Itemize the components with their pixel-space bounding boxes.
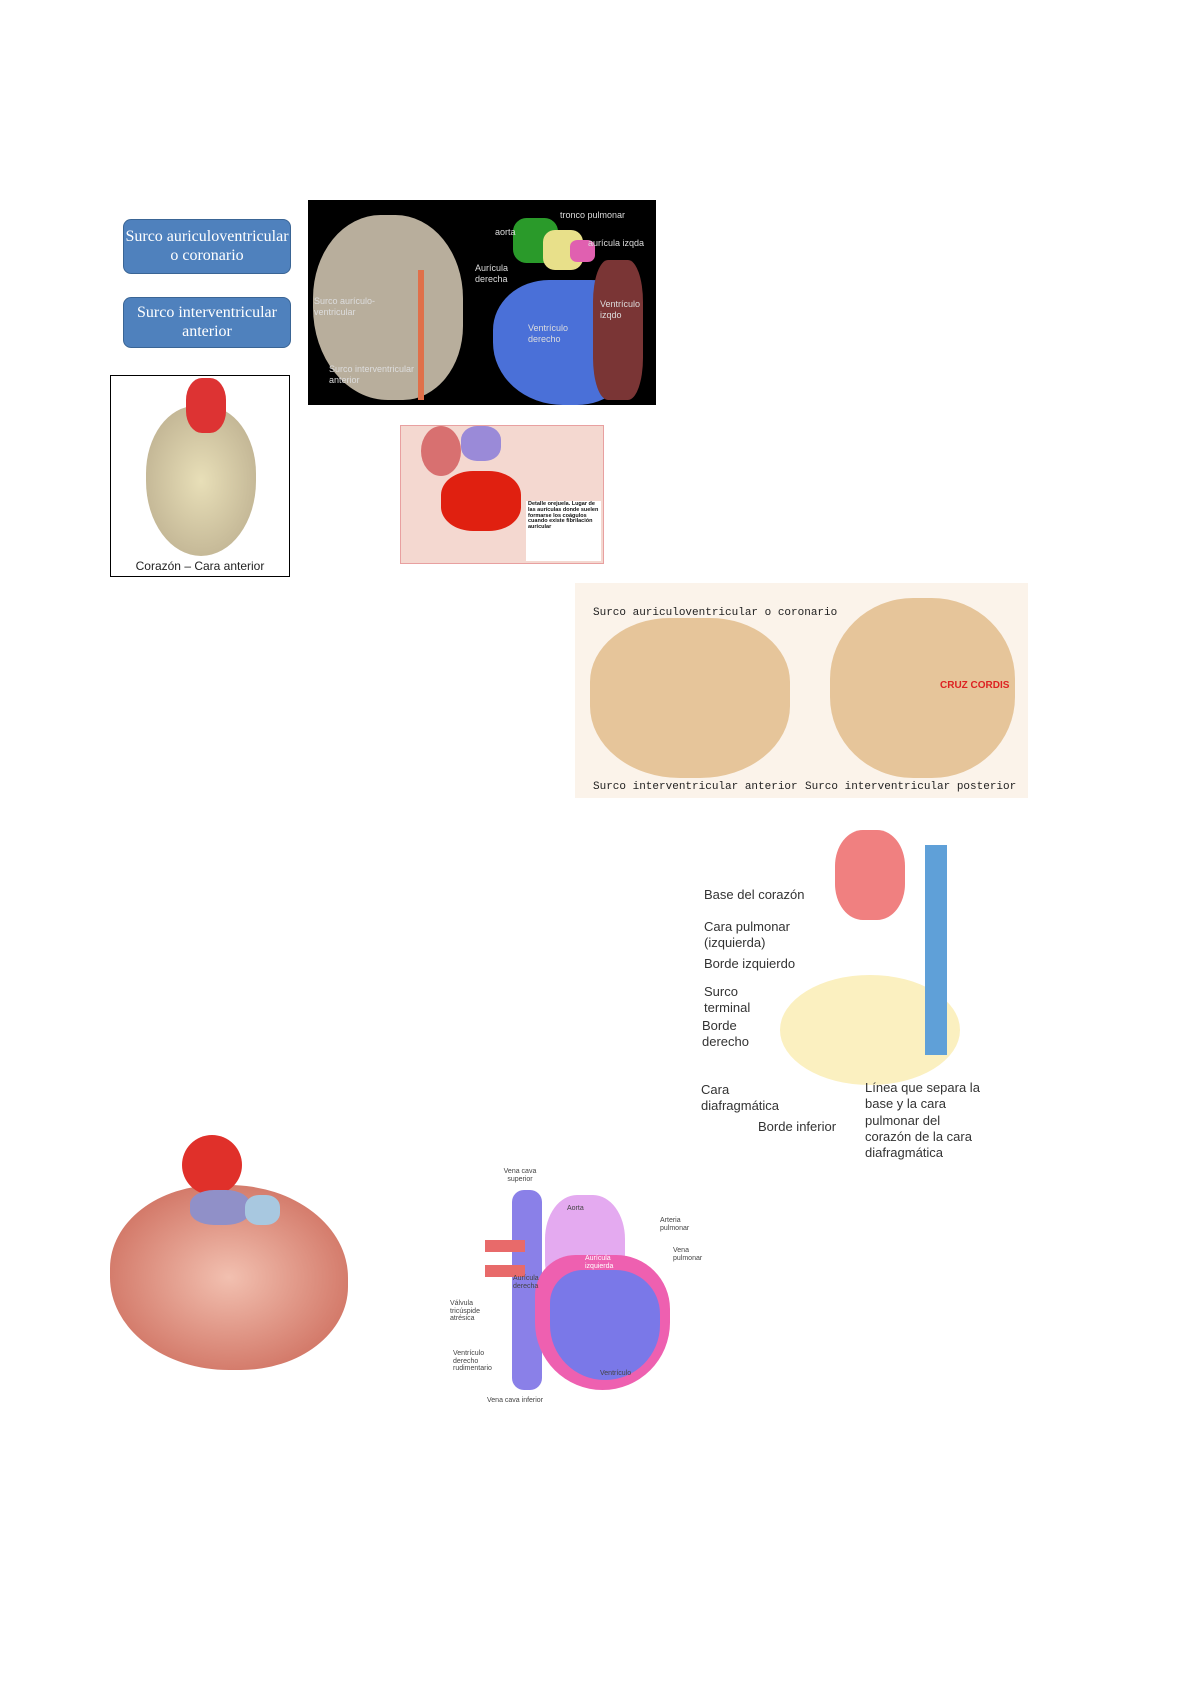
auricle-note: Detalle orejuela. Lugar de las aurículas… [528, 501, 599, 531]
label: Borde izquierdo [704, 956, 796, 971]
specimen-heart [313, 215, 463, 400]
label: Cara diafragmática [701, 1082, 780, 1114]
label: Válvula tricúspide atrésica [450, 1300, 480, 1323]
label-top: Surco auriculoventricular o coronario [593, 607, 838, 619]
anterior-heart-figure: Corazón – Cara anterior [110, 375, 290, 577]
heart-anterior-illustration [590, 618, 790, 778]
heart-base-figure: Base del corazón Cara pulmonar (izquierd… [695, 815, 995, 1160]
colored-heart-figure: tronco pulmonar aorta aurícula izqda Aur… [308, 200, 656, 405]
heart-posterior-illustration [830, 598, 1015, 778]
label: Ventrículo derecho rudimentario [453, 1350, 492, 1373]
label: Base del corazón [704, 887, 805, 902]
label: Aorta [567, 1205, 584, 1212]
label: aorta [495, 227, 516, 237]
label: Vena cava inferior [487, 1397, 544, 1404]
label-cruz: CRUZ CORDIS [940, 680, 1010, 691]
aorta-illustration [182, 1135, 242, 1195]
vena-cava-illustration [245, 1195, 280, 1225]
left-atrium-color [570, 240, 595, 262]
label: Borde inferior [758, 1119, 837, 1134]
label: Surco interventricular anterior [329, 364, 415, 385]
label-bottom-right: Surco interventricular posterior [805, 781, 1017, 793]
label: Vena cava superior [503, 1168, 537, 1183]
vena-cava-illustration [925, 845, 947, 1055]
pulmonary-illustration [190, 1190, 250, 1225]
sulcus-line [418, 270, 424, 400]
label: Cara pulmonar (izquierda) [704, 919, 790, 951]
label: Ventrículo derecho [528, 323, 569, 344]
auricle-detail-figure: Detalle orejuela. Lugar de las aurículas… [400, 425, 604, 564]
aorta-illustration [835, 830, 905, 920]
label: Ventrículo izqdo [600, 299, 641, 320]
aorta-illustration [186, 378, 226, 433]
label: Arteria pulmonar [660, 1217, 690, 1232]
label: Línea que separa la base y la cara pulmo… [865, 1080, 980, 1160]
label: Vena pulmonar [673, 1247, 703, 1262]
figure-caption: Corazón – Cara anterior [135, 559, 265, 573]
atrium-illustration [441, 471, 521, 531]
label: Aurícula derecha [513, 1275, 539, 1290]
interventricular-sulcus-box: Surco interventricular anterior [123, 297, 291, 348]
coronary-sulcus-box: Surco auriculoventricular o coronario [123, 219, 291, 274]
vessel-shape [485, 1265, 525, 1277]
left-ventricle-color [593, 260, 643, 400]
label-bottom-left: Surco interventricular anterior [593, 781, 798, 793]
heart-posterior-figure [110, 1135, 350, 1375]
ventricle-shape [550, 1270, 660, 1380]
artery-illustration [421, 426, 461, 476]
label: Borde derecho [702, 1018, 749, 1050]
label: Surco terminal [704, 984, 751, 1016]
blood-flow-diagram: Vena cava superior Aorta Arteria pulmona… [445, 1165, 710, 1410]
sulci-figure: Surco auriculoventricular o coronario CR… [575, 583, 1028, 798]
label: Aurícula derecha [475, 263, 509, 284]
vessel-shape [485, 1240, 525, 1252]
label: Aurícula izquierda [585, 1255, 614, 1270]
vein-illustration [461, 426, 501, 461]
label: tronco pulmonar [560, 210, 626, 220]
label: Surco aurículo-ventricular [314, 296, 376, 317]
label: Ventrículo [600, 1370, 632, 1377]
label: aurícula izqda [588, 238, 645, 248]
